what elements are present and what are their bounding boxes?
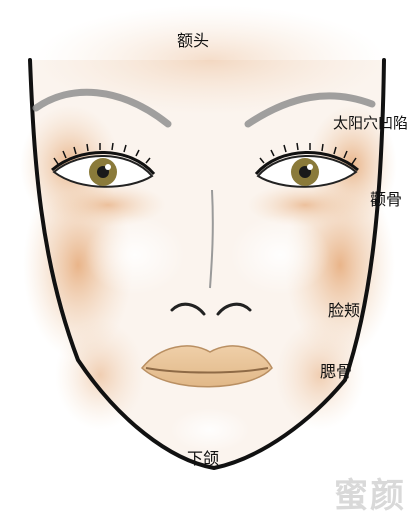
cheek-label: 脸颊: [328, 301, 361, 320]
jaw-bone-label: 腮骨: [320, 362, 353, 381]
cheekbone-label: 颧骨: [370, 190, 403, 209]
left-jaw-shadow: [55, 320, 145, 430]
watermark-logo: 蜜颜: [334, 476, 406, 516]
right-eye: [254, 142, 359, 188]
forehead-shadow: [35, 5, 385, 115]
chin-label: 下颌: [187, 449, 220, 468]
nose-tip: [170, 302, 252, 316]
right-eyebrow: [244, 92, 376, 128]
left-eye: [51, 142, 156, 188]
lips: [140, 345, 273, 388]
forehead-label: 额头: [177, 31, 210, 50]
chin-highlight: [170, 408, 250, 452]
face-outline: [28, 58, 386, 471]
nose-bridge: [209, 189, 214, 289]
left-cheek-highlight: [85, 215, 185, 295]
right-cheek-highlight: [230, 215, 330, 295]
left-eyebrow: [32, 88, 172, 128]
right-jaw-shadow: [275, 320, 365, 430]
temple-label: 太阳穴凹陷: [333, 114, 409, 132]
